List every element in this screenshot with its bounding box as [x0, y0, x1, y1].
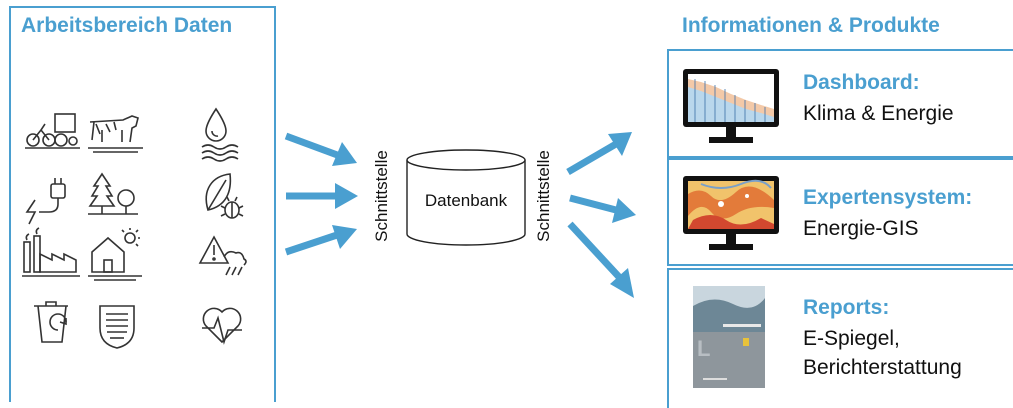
shield-icon	[99, 305, 135, 349]
plug-power-icon	[25, 178, 66, 225]
factory-icon	[22, 227, 80, 277]
interface-left-label: Schnittstelle	[372, 150, 391, 242]
card-expert-subtitle: Energie-GIS	[803, 217, 919, 240]
heart-pulse-icon	[202, 307, 242, 345]
card-expert-system[interactable]: Expertensystem: Energie-GIS	[667, 158, 1013, 266]
house-sun-icon	[88, 228, 142, 281]
trees-icon	[88, 172, 138, 215]
products-title: Informationen & Produkte	[682, 14, 940, 37]
database-label: Datenbank	[424, 191, 508, 210]
water-drop-icon	[201, 107, 239, 162]
card-dashboard-title: Dashboard:	[803, 71, 920, 94]
card-reports-line-2: Berichterstattung	[803, 356, 962, 379]
card-dashboard-subtitle: Klima & Energie	[803, 102, 954, 125]
card-reports[interactable]: L Reports: E-Spiegel, Berichterstattung	[667, 268, 1013, 408]
card-reports-title: Reports:	[803, 296, 890, 319]
card-reports-line-1: E-Spiegel,	[803, 327, 900, 350]
farm-vehicle-icon	[25, 113, 80, 149]
output-arrows	[566, 132, 636, 298]
card-expert-title: Expertensystem:	[803, 186, 973, 209]
input-arrows	[284, 132, 358, 256]
data-icons-grid	[22, 107, 247, 349]
recycle-bin-icon	[34, 301, 68, 343]
monitor-map-icon	[683, 176, 779, 250]
leaf-bug-icon	[205, 173, 244, 219]
data-workspace-title: Arbeitsbereich Daten	[21, 14, 233, 37]
data-workspace-panel	[9, 6, 276, 402]
warning-storm-icon	[198, 235, 247, 276]
interface-right-label: Schnittstelle	[534, 150, 553, 242]
report-cover-icon: L	[693, 286, 765, 388]
database-cylinder	[406, 149, 526, 246]
card-dashboard[interactable]: Dashboard: Klima & Energie	[667, 49, 1013, 158]
monitor-dashboard-icon	[683, 69, 779, 143]
svg-text:L: L	[697, 336, 710, 361]
cow-icon	[88, 115, 143, 153]
